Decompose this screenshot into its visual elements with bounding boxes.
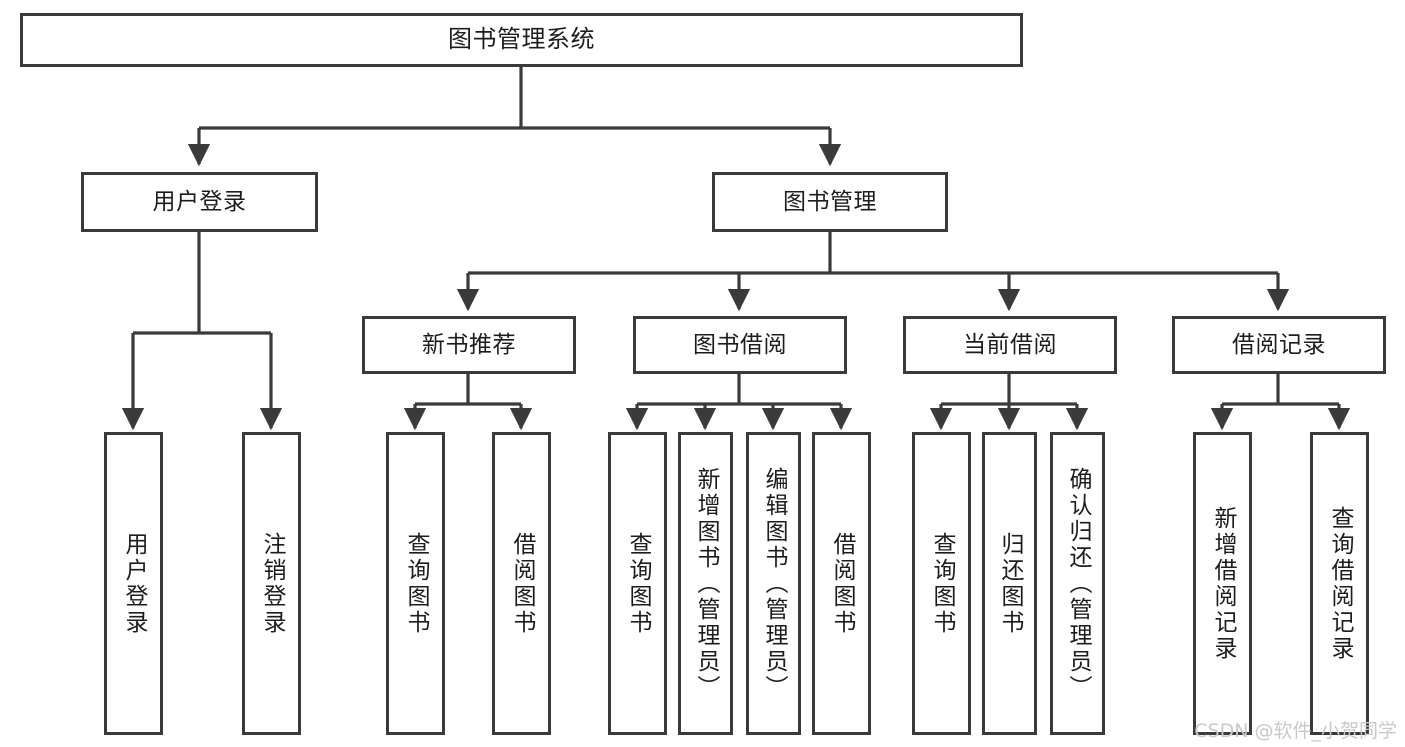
node-label: 查询借阅记录 bbox=[1327, 505, 1353, 662]
node-label: 用户登录 bbox=[121, 531, 147, 636]
leaf-borrow-book[interactable]: 借阅图书 bbox=[812, 432, 871, 735]
node-book-borrow[interactable]: 图书借阅 bbox=[633, 316, 847, 374]
node-label: 借阅图书 bbox=[829, 531, 855, 636]
node-label: 注销登录 bbox=[259, 531, 285, 636]
node-label: 查询图书 bbox=[929, 531, 955, 636]
leaf-query-book-recommend[interactable]: 查询图书 bbox=[386, 432, 445, 735]
leaf-query-borrow-record[interactable]: 查询借阅记录 bbox=[1310, 432, 1369, 735]
node-label: 归还图书 bbox=[997, 531, 1023, 636]
node-label: 查询图书 bbox=[403, 531, 429, 636]
node-label: 新增借阅记录 bbox=[1210, 505, 1236, 662]
leaf-edit-book-admin[interactable]: 编辑图书（管理员） bbox=[746, 432, 801, 735]
node-label: 查询图书 bbox=[625, 531, 651, 636]
leaf-return-book[interactable]: 归还图书 bbox=[982, 432, 1037, 735]
node-root-system[interactable]: 图书管理系统 bbox=[20, 13, 1023, 67]
leaf-add-borrow-record[interactable]: 新增借阅记录 bbox=[1193, 432, 1252, 735]
node-label: 借阅图书 bbox=[509, 531, 535, 636]
node-borrow-record[interactable]: 借阅记录 bbox=[1172, 316, 1386, 374]
node-label: 新书推荐 bbox=[422, 331, 516, 358]
node-label: 新增图书（管理员） bbox=[693, 466, 719, 701]
watermark: CSDN @软件_小贺同学 bbox=[1194, 720, 1397, 742]
node-new-book-recommend[interactable]: 新书推荐 bbox=[362, 316, 576, 374]
node-label: 确认归还（管理员） bbox=[1065, 466, 1091, 701]
leaf-logout[interactable]: 注销登录 bbox=[242, 432, 301, 735]
node-label: 图书管理系统 bbox=[448, 25, 595, 54]
node-label: 图书管理 bbox=[783, 188, 877, 215]
leaf-borrow-book-recommend[interactable]: 借阅图书 bbox=[492, 432, 551, 735]
node-user-login[interactable]: 用户登录 bbox=[81, 172, 318, 232]
leaf-query-book-current[interactable]: 查询图书 bbox=[912, 432, 971, 735]
node-label: 编辑图书（管理员） bbox=[761, 466, 787, 701]
leaf-query-book-borrow[interactable]: 查询图书 bbox=[608, 432, 667, 735]
node-label: 当前借阅 bbox=[963, 331, 1057, 358]
node-label: 图书借阅 bbox=[693, 331, 787, 358]
node-label: 用户登录 bbox=[152, 188, 247, 215]
leaf-add-book-admin[interactable]: 新增图书（管理员） bbox=[678, 432, 733, 735]
node-current-borrow[interactable]: 当前借阅 bbox=[903, 316, 1117, 374]
node-label: 借阅记录 bbox=[1232, 331, 1326, 358]
leaf-confirm-return-admin[interactable]: 确认归还（管理员） bbox=[1050, 432, 1105, 735]
node-book-management[interactable]: 图书管理 bbox=[712, 172, 948, 232]
leaf-user-login[interactable]: 用户登录 bbox=[104, 432, 163, 735]
